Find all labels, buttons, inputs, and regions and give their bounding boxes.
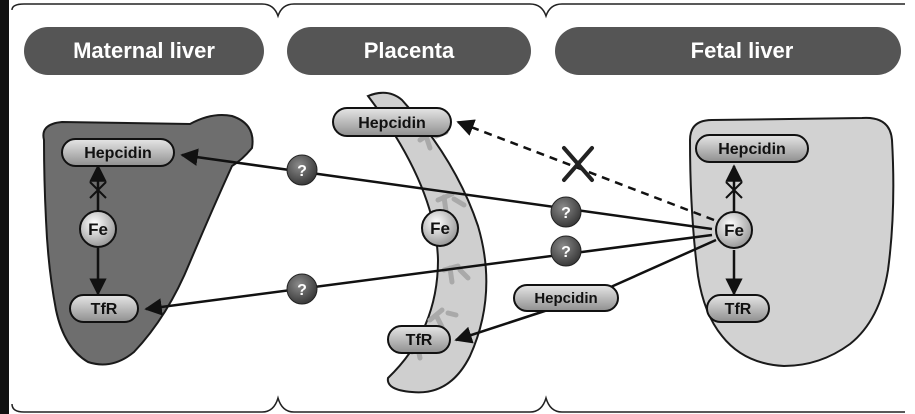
maternal-hepcidin-pill: Hepcidin xyxy=(62,139,174,166)
question-marker-lower-right: ? xyxy=(551,236,581,266)
circulating-hepcidin-pill: Hepcidin xyxy=(514,285,618,311)
placental-hepcidin-label: Hepcidin xyxy=(358,115,426,132)
fetal-fe-label: Fe xyxy=(724,221,744,240)
question-label: ? xyxy=(561,244,571,261)
fetal-hepcidin-pill: Hepcidin xyxy=(696,135,808,162)
maternal-tfr-pill: TfR xyxy=(70,295,138,322)
header-maternal-liver-label: Maternal liver xyxy=(73,38,215,63)
question-marker-lower-left: ? xyxy=(287,274,317,304)
question-label: ? xyxy=(297,163,307,180)
header-fetal-liver: Fetal liver xyxy=(555,27,901,75)
maternal-hepcidin-label: Hepcidin xyxy=(84,145,152,162)
arrow-fetal-fe-to-maternal-tfr xyxy=(146,235,712,309)
header-fetal-liver-label: Fetal liver xyxy=(691,38,794,63)
question-marker-upper-left: ? xyxy=(287,155,317,185)
placental-hepcidin-pill: Hepcidin xyxy=(333,108,451,136)
circulating-hepcidin-label: Hepcidin xyxy=(534,290,597,307)
placental-fe-node: Fe xyxy=(422,210,458,246)
question-label: ? xyxy=(297,282,307,299)
fetal-tfr-label: TfR xyxy=(725,301,752,318)
question-label: ? xyxy=(561,205,571,222)
placental-tfr-pill: TfR xyxy=(388,326,450,353)
header-maternal-liver: Maternal liver xyxy=(24,27,264,75)
question-marker-upper-right: ? xyxy=(551,197,581,227)
placental-tfr-label: TfR xyxy=(406,332,433,349)
maternal-tfr-label: TfR xyxy=(91,301,118,318)
maternal-fe-label: Fe xyxy=(88,220,108,239)
fetal-tfr-pill: TfR xyxy=(707,295,769,322)
fetal-hepcidin-label: Hepcidin xyxy=(718,141,786,158)
header-placenta-label: Placenta xyxy=(364,38,455,63)
maternal-fe-node: Fe xyxy=(80,211,116,247)
fetal-fe-node: Fe xyxy=(716,212,752,248)
placental-fe-label: Fe xyxy=(430,219,450,238)
header-placenta: Placenta xyxy=(287,27,531,75)
